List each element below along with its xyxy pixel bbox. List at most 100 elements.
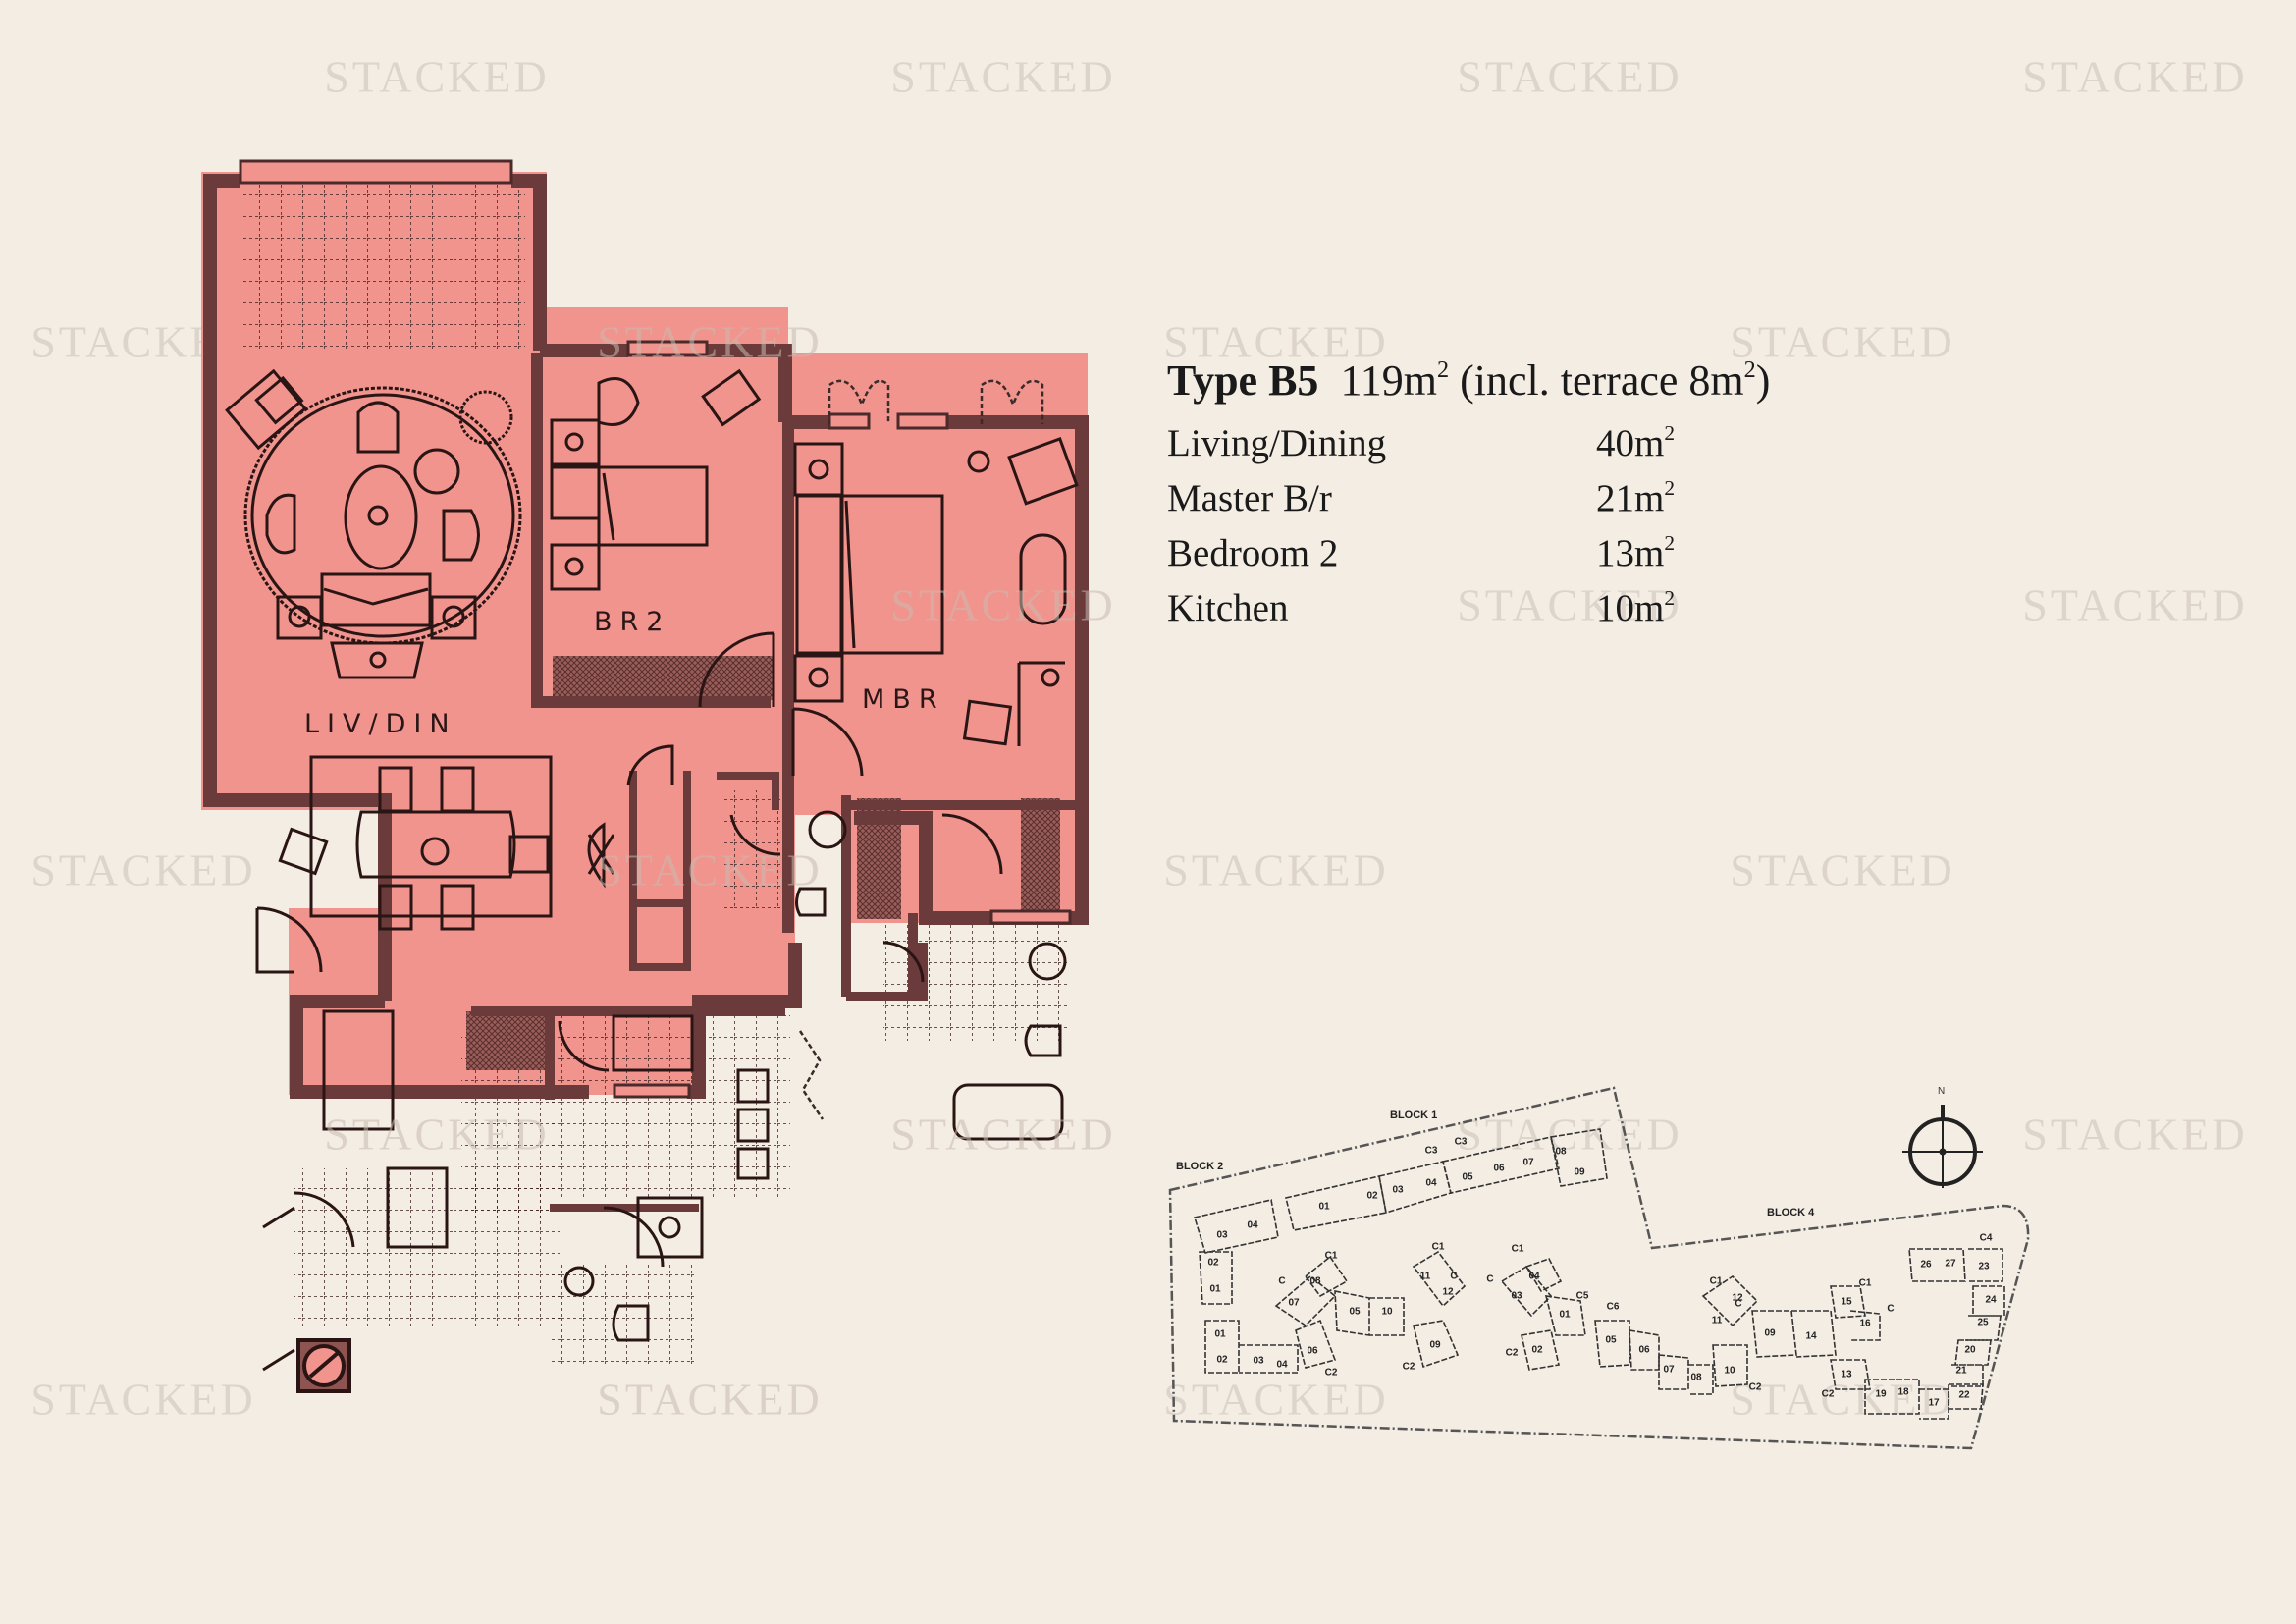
room-name: Master B/r — [1167, 477, 1332, 519]
room-label-liv-din: LIV/DIN — [304, 709, 457, 739]
room-area-row: Bedroom 2 13m2 — [1167, 526, 1770, 581]
site-unit-number: C2 — [1821, 1388, 1835, 1400]
site-unit-number: 03 — [1511, 1290, 1522, 1302]
site-unit-number: 02 — [1216, 1354, 1228, 1366]
site-label-block-4: BLOCK 4 — [1767, 1207, 1815, 1218]
site-unit-number: 05 — [1462, 1171, 1473, 1183]
site-unit-number: C1 — [1324, 1250, 1338, 1262]
site-unit-number: C — [1887, 1303, 1895, 1315]
unit-info-panel: Type B5 119m2 (incl. terrace 8m2) Living… — [1167, 355, 1771, 636]
living-furniture — [225, 368, 615, 931]
site-unit-number: C — [1278, 1275, 1286, 1287]
building-outlines — [1193, 1128, 2005, 1420]
site-unit-number: 18 — [1897, 1386, 1909, 1398]
site-unit-number: 21 — [1955, 1365, 1967, 1377]
site-unit-number: 10 — [1381, 1306, 1393, 1318]
room-label-br2: BR2 — [594, 607, 671, 637]
room-area-row: Kitchen 10m2 — [1167, 581, 1770, 636]
site-unit-number: 25 — [1977, 1317, 1989, 1328]
site-unit-number: 09 — [1574, 1166, 1585, 1178]
site-unit-number: 09 — [1764, 1327, 1776, 1339]
site-unit-number: 11 — [1711, 1315, 1723, 1326]
site-unit-number: C6 — [1606, 1301, 1620, 1313]
site-unit-number: 07 — [1288, 1297, 1300, 1309]
site-unit-number: C4 — [1979, 1232, 1993, 1244]
site-unit-number: 20 — [1964, 1344, 1976, 1356]
room-name: Living/Dining — [1167, 422, 1387, 464]
site-unit-number: 02 — [1366, 1190, 1378, 1202]
site-unit-number: 10 — [1724, 1365, 1735, 1377]
windows — [239, 159, 1072, 1099]
total-area: 119m2 — [1340, 355, 1450, 405]
site-unit-number: 06 — [1638, 1344, 1650, 1356]
site-unit-number: 22 — [1958, 1389, 1970, 1401]
site-unit-number: 07 — [1663, 1364, 1675, 1376]
site-label-block-1: BLOCK 1 — [1390, 1110, 1438, 1121]
br2-furniture — [550, 368, 762, 591]
site-unit-number: 05 — [1605, 1334, 1617, 1346]
site-unit-number: 08 — [1555, 1146, 1567, 1158]
north-compass-icon — [1902, 1105, 1983, 1188]
site-unit-number: 05 — [1349, 1306, 1361, 1318]
water-heater — [296, 1338, 351, 1393]
site-unit-number: 11 — [1419, 1271, 1431, 1282]
site-unit-number: 15 — [1841, 1296, 1852, 1308]
site-unit-number: 26 — [1920, 1259, 1932, 1271]
site-unit-number: 08 — [1690, 1372, 1702, 1383]
walls — [203, 174, 1089, 1212]
site-unit-number: 08 — [1309, 1275, 1321, 1287]
site-unit-number: 12 — [1732, 1292, 1743, 1304]
site-unit-number: C3 — [1424, 1145, 1438, 1157]
site-unit-number: 23 — [1978, 1261, 1990, 1272]
room-area: 13m2 — [1596, 530, 1676, 574]
site-unit-number: 19 — [1875, 1388, 1887, 1400]
room-name: Kitchen — [1167, 587, 1289, 629]
site-unit-number: 01 — [1559, 1309, 1571, 1321]
site-unit-number: 03 — [1253, 1355, 1264, 1367]
terrace-note: (incl. terrace 8m2) — [1460, 355, 1771, 405]
site-unit-number: C — [1735, 1298, 1742, 1310]
site-unit-number: C2 — [1505, 1347, 1519, 1359]
bathroom-fixtures — [563, 810, 1067, 1342]
site-unit-number: 14 — [1805, 1330, 1817, 1342]
room-area: 10m2 — [1596, 585, 1676, 629]
site-unit-number: C — [1486, 1273, 1494, 1285]
site-unit-number: 02 — [1531, 1344, 1543, 1356]
site-unit-number: 09 — [1429, 1339, 1441, 1351]
room-area-row: Living/Dining 40m2 — [1167, 416, 1770, 471]
casement-windows — [798, 379, 1044, 1120]
site-unit-number: 01 — [1209, 1283, 1221, 1295]
room-area-row: Master B/r 21m2 — [1167, 471, 1770, 526]
compass-north-label: N — [1938, 1086, 1946, 1097]
site-label-block-2: BLOCK 2 — [1176, 1161, 1224, 1172]
site-unit-number: C1 — [1511, 1243, 1524, 1255]
kitchen-fixtures — [322, 1009, 770, 1259]
site-unit-number: C1 — [1858, 1277, 1872, 1289]
site-unit-number: C1 — [1431, 1241, 1445, 1253]
site-unit-number: 04 — [1247, 1219, 1258, 1231]
site-unit-number: 04 — [1425, 1177, 1437, 1189]
site-unit-number: 17 — [1928, 1397, 1940, 1409]
site-unit-number: C2 — [1402, 1361, 1415, 1373]
site-unit-number: C — [1450, 1271, 1458, 1282]
site-unit-number: 03 — [1392, 1184, 1404, 1196]
site-unit-number: 01 — [1214, 1328, 1226, 1340]
site-unit-number: C2 — [1324, 1367, 1338, 1379]
site-unit-number: 24 — [1985, 1294, 1997, 1306]
site-unit-number: 13 — [1841, 1369, 1852, 1380]
site-unit-number: C1 — [1709, 1275, 1723, 1287]
site-unit-number: 04 — [1276, 1359, 1288, 1371]
site-unit-number: 06 — [1493, 1163, 1505, 1174]
unit-type-title: Type B5 119m2 (incl. terrace 8m2) — [1167, 355, 1771, 405]
site-unit-number: 04 — [1528, 1271, 1540, 1282]
room-area: 40m2 — [1596, 420, 1676, 464]
site-unit-number: 16 — [1859, 1318, 1871, 1329]
site-unit-number: 03 — [1216, 1229, 1228, 1241]
site-unit-number: C2 — [1748, 1381, 1762, 1393]
site-boundary — [1168, 1086, 2030, 1450]
site-unit-number: 27 — [1945, 1258, 1956, 1270]
room-label-mbr: MBR — [862, 684, 945, 715]
room-area-list: Living/Dining 40m2 Master B/r 21m2 Bedro… — [1167, 416, 1770, 636]
site-unit-number: 02 — [1207, 1257, 1219, 1269]
